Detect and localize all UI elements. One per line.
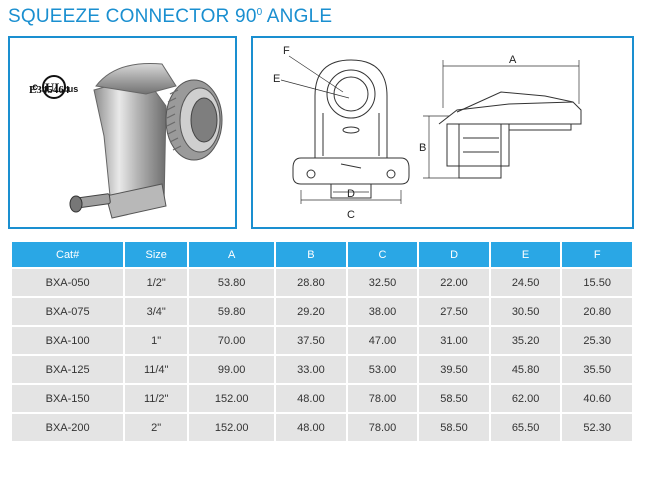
table-cell: 40.60: [562, 385, 632, 412]
table-cell: BXA-150: [12, 385, 124, 412]
table-cell: 22.00: [419, 269, 489, 296]
column-header: D: [419, 242, 489, 267]
table-cell: 58.50: [419, 414, 489, 441]
table-cell: 28.80: [276, 269, 346, 296]
label-e: E: [273, 73, 280, 85]
title-text: SQUEEZE CONNECTOR 90: [8, 6, 257, 27]
table-cell: 11/2": [125, 385, 188, 412]
table-cell: 39.50: [419, 356, 489, 383]
ul-certification-logo: UL c us: [32, 75, 79, 99]
label-a: A: [509, 54, 517, 66]
table-cell: 48.00: [276, 385, 346, 412]
table-cell: 11/4": [125, 356, 188, 383]
table-cell: 3/4": [125, 298, 188, 325]
column-header: Size: [125, 242, 188, 267]
table-cell: 35.50: [562, 356, 632, 383]
table-cell: 58.50: [419, 385, 489, 412]
table-cell: 33.00: [276, 356, 346, 383]
dimension-drawing: F E D C A B: [273, 45, 582, 221]
label-b: B: [419, 142, 426, 154]
table-cell: 59.80: [189, 298, 275, 325]
table-cell: 52.30: [562, 414, 632, 441]
ul-mark-c: c: [32, 82, 38, 93]
table-cell: BXA-075: [12, 298, 124, 325]
column-header: C: [347, 242, 418, 267]
column-header: E: [490, 242, 561, 267]
table-cell: BXA-125: [12, 356, 124, 383]
table-cell: 15.50: [562, 269, 632, 296]
table-cell: 78.00: [347, 385, 418, 412]
table-cell: 37.50: [276, 327, 346, 354]
table-cell: 20.80: [562, 298, 632, 325]
page-title: SQUEEZE CONNECTOR 900 ANGLE: [8, 6, 332, 28]
column-header: Cat#: [12, 242, 124, 267]
column-header: B: [276, 242, 346, 267]
ul-mark-us: us: [68, 84, 79, 94]
title-suffix: ANGLE: [262, 6, 333, 27]
table-cell: 2": [125, 414, 188, 441]
table-cell: 29.20: [276, 298, 346, 325]
label-c: C: [347, 209, 355, 221]
table-cell: 32.50: [347, 269, 418, 296]
table-cell: 38.00: [347, 298, 418, 325]
table-cell: 48.00: [276, 414, 346, 441]
ul-mark-text: UL: [45, 80, 63, 95]
table-cell: BXA-100: [12, 327, 124, 354]
label-f: F: [283, 45, 290, 57]
table-cell: 53.80: [189, 269, 275, 296]
table-cell: 1": [125, 327, 188, 354]
table-cell: 31.00: [419, 327, 489, 354]
table-cell: 78.00: [347, 414, 418, 441]
ul-file-number: E345464: [29, 84, 70, 96]
table-cell: 62.00: [490, 385, 561, 412]
table-cell: 53.00: [347, 356, 418, 383]
table-cell: 70.00: [189, 327, 275, 354]
table-cell: 27.50: [419, 298, 489, 325]
table-cell: 30.50: [490, 298, 561, 325]
table-cell: 47.00: [347, 327, 418, 354]
dimension-drawing-panel: F E D C A B: [251, 36, 634, 229]
table-header-row: Cat# Size A B C D E F: [12, 242, 632, 267]
table-cell: 152.00: [189, 385, 275, 412]
table-cell: 1/2": [125, 269, 188, 296]
product-photo-panel: UL c us E345464: [8, 36, 237, 229]
connector-photo: [69, 62, 223, 219]
table-cell: BXA-200: [12, 414, 124, 441]
table-cell: 24.50: [490, 269, 561, 296]
table-cell: BXA-050: [12, 269, 124, 296]
table-cell: 25.30: [562, 327, 632, 354]
table-cell: 152.00: [189, 414, 275, 441]
table-cell: 99.00: [189, 356, 275, 383]
column-header: A: [189, 242, 275, 267]
column-header: F: [562, 242, 632, 267]
table-cell: 65.50: [490, 414, 561, 441]
title-degree: 0: [256, 7, 263, 18]
table-cell: 45.80: [490, 356, 561, 383]
table-cell: 35.20: [490, 327, 561, 354]
label-d: D: [347, 188, 355, 200]
